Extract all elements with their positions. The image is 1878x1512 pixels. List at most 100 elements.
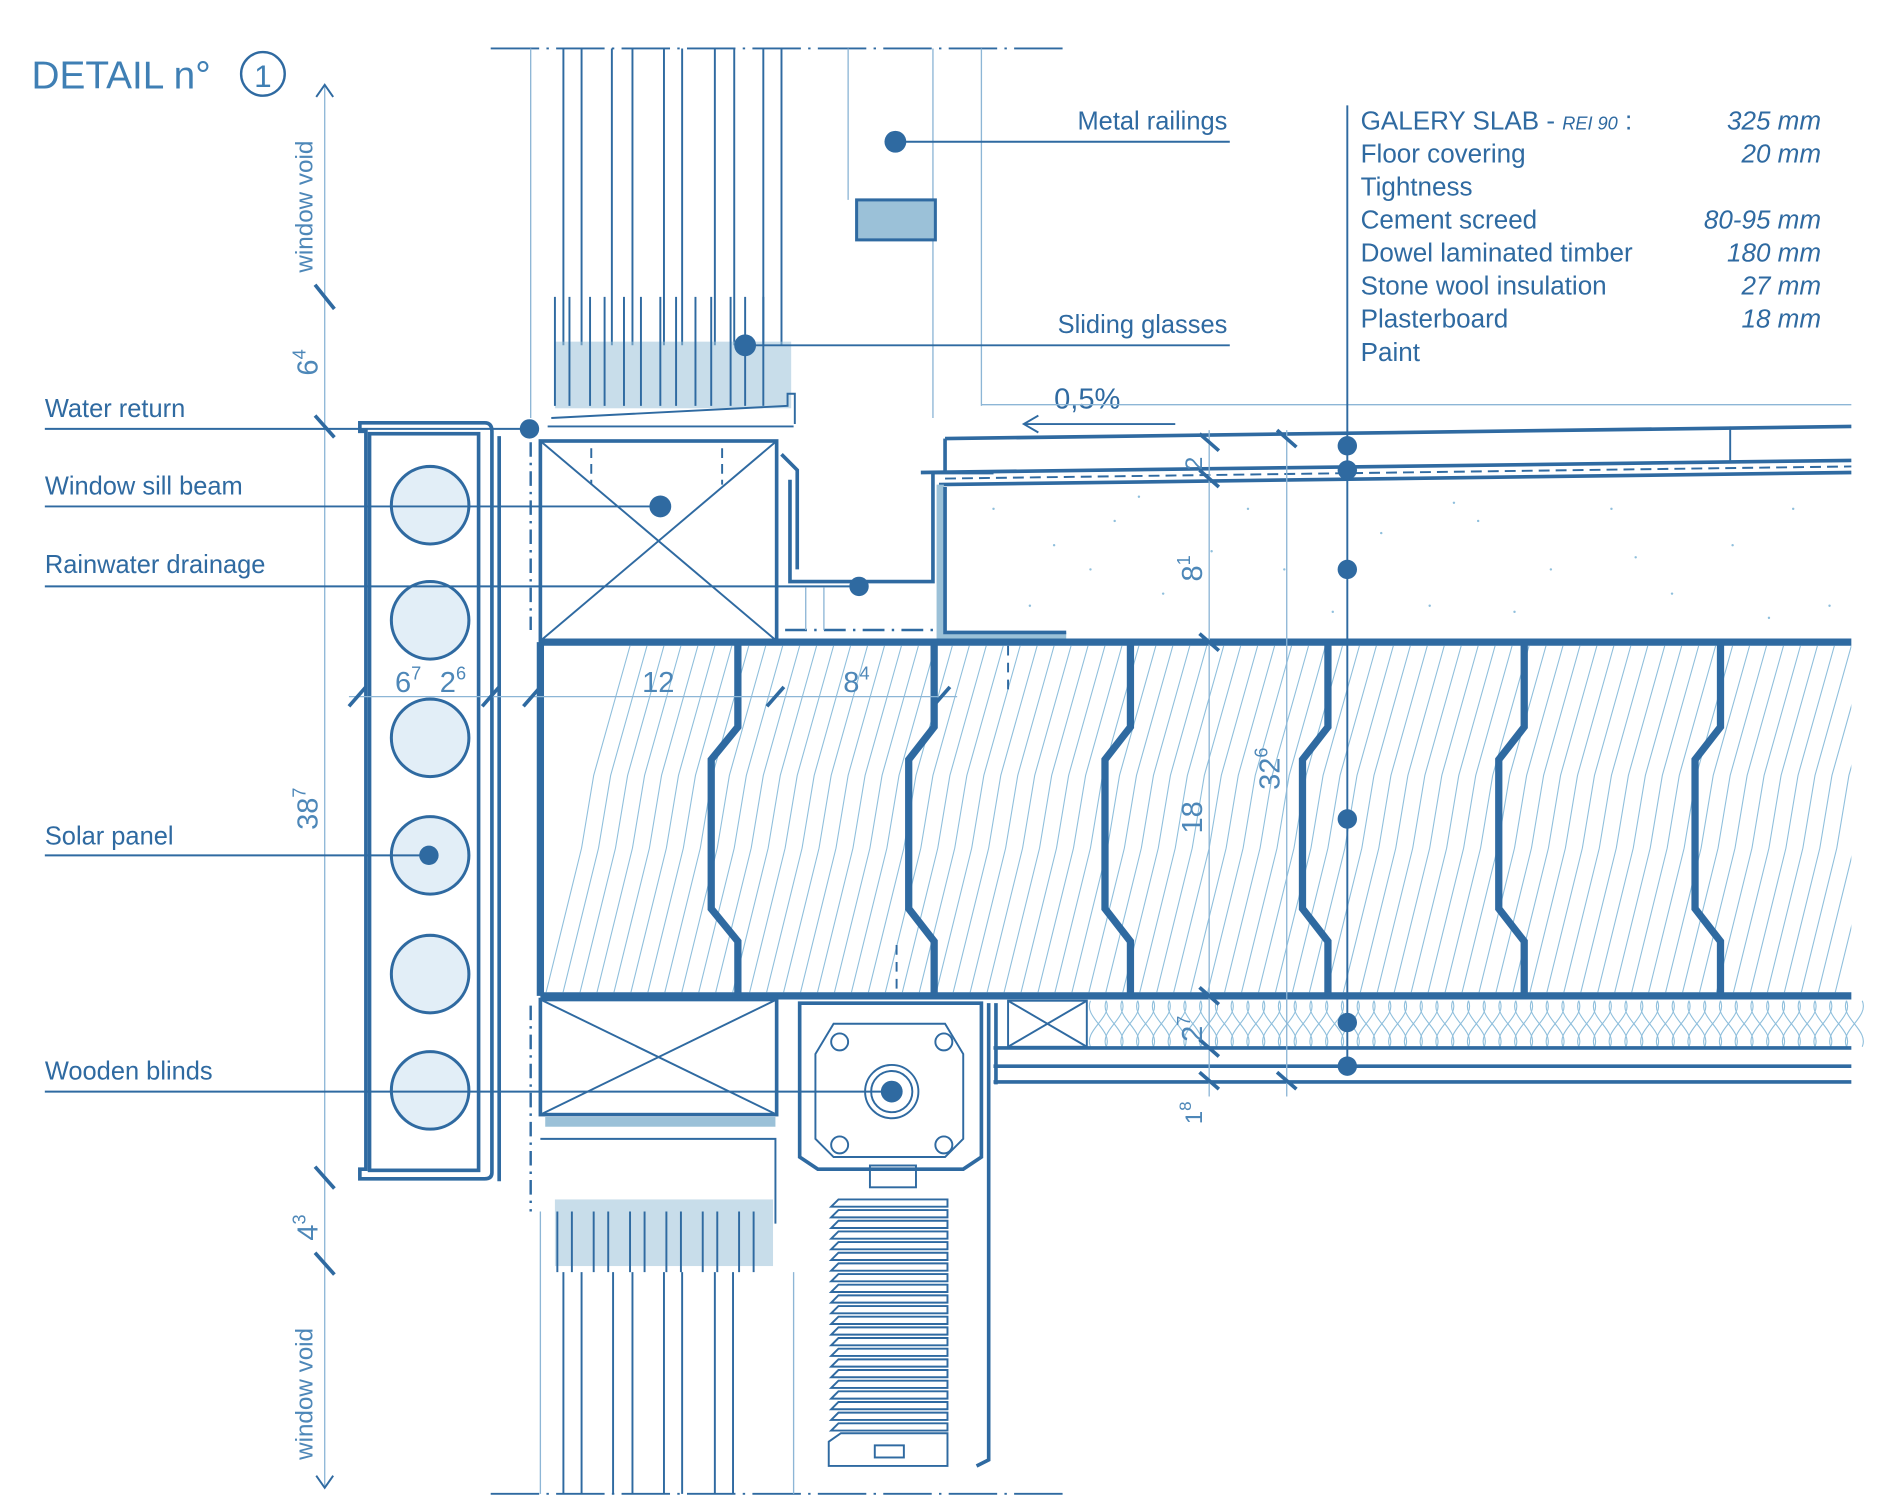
- hatch-line: [918, 645, 1004, 993]
- svg-text:81: 81: [1174, 555, 1209, 581]
- blind-slat: [828, 1251, 949, 1261]
- layer-thickness: 18 mm: [1741, 304, 1821, 334]
- dim-2-6: 26: [440, 664, 466, 699]
- svg-text:27: 27: [1174, 1016, 1209, 1042]
- horizontal-dimension-chain: 67 26 12 84: [347, 664, 958, 708]
- wool-loop: [1262, 1000, 1282, 1047]
- hatch-line: [901, 645, 987, 993]
- callout-dot-icon: [884, 130, 907, 153]
- hatch-line: [1427, 645, 1513, 993]
- callout-window-sill-beam: Window sill beam: [44, 472, 672, 518]
- layer-name: Cement screed: [1361, 204, 1538, 234]
- wool-loop: [1088, 1000, 1108, 1047]
- blind-slat: [828, 1422, 949, 1432]
- arrow-down-icon: [315, 1475, 334, 1490]
- layer-thickness: 27 mm: [1740, 271, 1821, 301]
- callouts-left: Water return Window sill beam Rainwater …: [44, 395, 902, 1102]
- blind-slat: [828, 1347, 949, 1357]
- hatch-line: [1376, 645, 1462, 993]
- svg-text:Rainwater drainage: Rainwater drainage: [45, 551, 266, 579]
- blind-slat: [828, 1294, 949, 1304]
- hatch-line: [1749, 645, 1835, 993]
- hatch-line: [1800, 764, 1852, 993]
- blind-slat: [828, 1273, 949, 1283]
- wool-loop: [1403, 1000, 1423, 1047]
- dim-6-7: 67: [395, 664, 421, 699]
- hatch-line: [1529, 645, 1615, 993]
- railing-section: [855, 198, 937, 242]
- wool-loop: [1781, 1000, 1801, 1047]
- wool-loop: [1514, 1000, 1534, 1047]
- layer-thickness: 20 mm: [1740, 138, 1821, 168]
- hatch-line: [562, 645, 648, 993]
- hatch-line: [647, 645, 733, 993]
- dowel-laminated-timber-slab: [536, 638, 1878, 1000]
- hatch-line: [681, 645, 767, 993]
- hatch-line: [1274, 645, 1360, 993]
- wool-loop: [1813, 1000, 1833, 1047]
- hatch-line: [596, 645, 682, 993]
- hatch-line: [1682, 645, 1768, 993]
- hatch-line: [1546, 645, 1632, 993]
- wool-loop: [1844, 1000, 1864, 1047]
- layer-name: Dowel laminated timber: [1361, 238, 1633, 268]
- callouts-right: Metal railings Sliding glasses: [734, 108, 1230, 357]
- hatch-line: [1190, 645, 1276, 993]
- wool-loop: [1640, 1000, 1660, 1047]
- hatch-line: [833, 645, 919, 993]
- wool-loop: [1608, 1000, 1628, 1047]
- detail-title: DETAIL n° 1: [32, 50, 286, 97]
- hatch-line: [850, 645, 936, 993]
- slope-annotation: 0,5%: [981, 383, 1852, 434]
- blind-slat: [828, 1262, 949, 1272]
- blind-slats: [828, 1198, 949, 1432]
- hatch-line: [1495, 645, 1581, 993]
- layer-name: Plasterboard: [1361, 304, 1509, 334]
- wooden-blind-assembly: [797, 1001, 998, 1468]
- hatch-line: [1563, 645, 1649, 993]
- hatch-line: [1037, 645, 1123, 993]
- composition-row: Dowel laminated timber 180 mm: [1361, 238, 1821, 268]
- wool-loop: [1718, 1000, 1738, 1047]
- wool-loop: [1687, 1000, 1707, 1047]
- hatch-line: [969, 645, 1055, 993]
- wool-loop: [1167, 1000, 1187, 1047]
- svg-text:Solar panel: Solar panel: [45, 822, 174, 850]
- wool-loop: [1624, 1000, 1644, 1047]
- wool-loop: [1766, 1000, 1786, 1047]
- composition-row: Floor covering 20 mm: [1361, 138, 1821, 168]
- wool-loop: [1529, 1000, 1549, 1047]
- hatch-line: [935, 645, 1021, 993]
- wool-loop: [1151, 1000, 1171, 1047]
- wool-loop: [1120, 1000, 1140, 1047]
- svg-text:Metal railings: Metal railings: [1077, 108, 1227, 136]
- lintel-beam: [529, 997, 779, 1212]
- blind-slat: [828, 1379, 949, 1389]
- hatch-line: [1139, 645, 1225, 993]
- arrow-up-icon: [315, 83, 334, 98]
- blind-slat: [828, 1337, 949, 1347]
- wool-loop: [1372, 1000, 1392, 1047]
- layer-name: Floor covering: [1361, 138, 1526, 168]
- hatch-line: [766, 645, 852, 993]
- hatch-line: [1020, 645, 1106, 993]
- hatch-line: [1868, 646, 1878, 996]
- hatch-line: [816, 645, 902, 993]
- sliding-rail-profile-top: [547, 296, 796, 428]
- hatch-line: [1054, 645, 1140, 993]
- hatch-line: [1699, 645, 1785, 993]
- hatch-line: [783, 645, 869, 993]
- hatch-line: [1156, 645, 1242, 993]
- wool-loop: [1309, 1000, 1329, 1047]
- callout-dot-icon: [419, 845, 439, 866]
- wool-loop: [1797, 1000, 1817, 1047]
- hatch-line: [1817, 855, 1852, 993]
- blind-slat: [828, 1369, 949, 1379]
- sliding-glass-panes-top: [562, 48, 783, 346]
- layer-thickness: 180 mm: [1727, 238, 1821, 268]
- blind-slat: [828, 1241, 949, 1251]
- callout-water-return: Water return: [44, 395, 540, 439]
- sliding-rail-profile-bottom: [540, 1137, 777, 1494]
- dim-8-1: 81: [1174, 555, 1209, 581]
